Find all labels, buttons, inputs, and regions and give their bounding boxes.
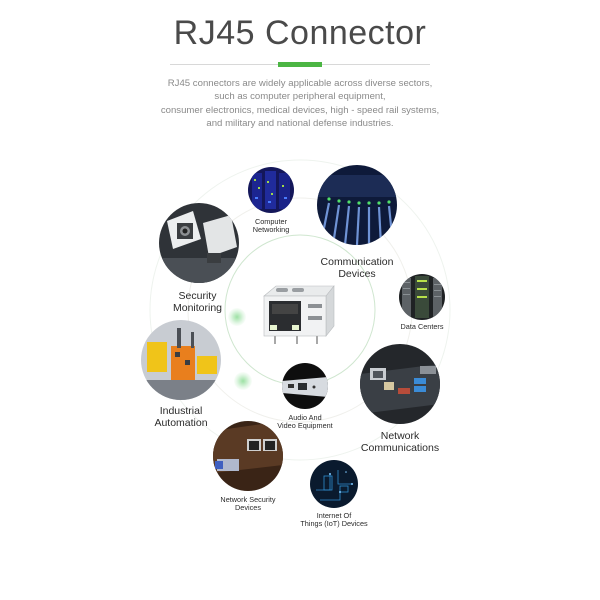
label-network-security-devices: Network Security Devices	[220, 495, 276, 513]
description-line: such as computer peripheral equipment,	[214, 91, 386, 103]
security-monitoring-image	[159, 203, 239, 283]
rj45-connector-image	[256, 280, 338, 346]
communication-devices-image	[317, 165, 397, 245]
data-centers-image	[399, 274, 445, 320]
label-computer-networking: Computer Networking	[252, 217, 290, 235]
label-data-centers: Data Centers	[400, 322, 444, 331]
glow-dot	[234, 372, 252, 390]
connector-icon	[263, 285, 335, 344]
label-industrial-automation: Industrial Automation	[154, 405, 208, 430]
label-network-communications: Network Communications	[360, 430, 440, 455]
description-line: and military and national defense indust…	[206, 117, 394, 129]
iot-devices-image	[310, 460, 358, 508]
label-audio-video-equipment: Audio And Video Equipment	[277, 413, 333, 431]
industrial-automation-image	[141, 320, 221, 400]
computer-networking-image	[248, 167, 294, 213]
label-communication-devices: Communication Devices	[320, 256, 394, 281]
label-iot-devices: Internet Of Things (IoT) Devices	[300, 511, 368, 529]
description-line: consumer electronics, medical devices, h…	[160, 104, 440, 116]
page-title: RJ45 Connector	[173, 14, 427, 52]
description: RJ45 connectors are widely applicable ac…	[0, 77, 600, 130]
audio-video-equipment-image	[282, 363, 328, 409]
glow-dot	[228, 308, 246, 326]
network-security-devices-image	[213, 421, 283, 491]
description-line: RJ45 connectors are widely applicable ac…	[167, 78, 433, 89]
network-communications-image	[360, 344, 440, 424]
title-accent-bar	[278, 62, 322, 67]
label-security-monitoring: Security Monitoring	[172, 290, 223, 315]
